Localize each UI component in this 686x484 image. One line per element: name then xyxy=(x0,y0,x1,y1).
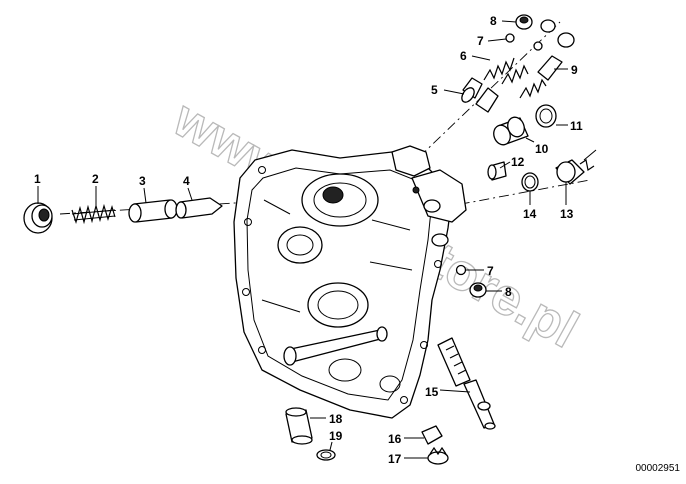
ball-7-lower xyxy=(455,264,467,276)
callout-13: 13 xyxy=(560,207,574,221)
ball-7-upper xyxy=(505,33,543,51)
bushing-12 xyxy=(487,161,507,181)
callout-11: 11 xyxy=(570,119,583,133)
callout-8-lower: 8 xyxy=(505,285,512,299)
spring-6 xyxy=(483,57,547,99)
callout-15: 15 xyxy=(425,385,439,399)
callout-7-upper: 7 xyxy=(477,34,484,48)
plug-screw-1 xyxy=(23,202,53,234)
bushing-10 xyxy=(493,116,529,146)
sleeve-18 xyxy=(285,407,313,445)
transmission-housing xyxy=(233,145,467,419)
leader-lines xyxy=(37,20,568,459)
callout-10: 10 xyxy=(535,142,549,156)
circlip-19 xyxy=(316,449,336,461)
callout-3: 3 xyxy=(139,174,146,188)
drive-shaft-15 xyxy=(437,337,496,430)
callout-14: 14 xyxy=(523,207,537,221)
callout-12: 12 xyxy=(511,155,525,169)
callout-9: 9 xyxy=(571,63,578,77)
sleeve-5 xyxy=(461,77,499,113)
plunger-4 xyxy=(175,197,223,219)
sensor-13 xyxy=(555,149,597,185)
callout-16: 16 xyxy=(388,432,402,446)
cap-8-upper xyxy=(515,14,575,48)
o-ring-14 xyxy=(521,172,539,192)
callout-1: 1 xyxy=(34,172,41,186)
callout-8-upper: 8 xyxy=(490,14,497,28)
callout-6: 6 xyxy=(460,49,467,63)
callout-19: 19 xyxy=(329,429,343,443)
callout-5: 5 xyxy=(431,83,438,97)
document-number: 00002951 xyxy=(635,463,681,474)
callout-2: 2 xyxy=(92,172,99,186)
callout-labels: 1 2 3 4 5 6 7 8 9 10 11 12 13 14 7 8 15 … xyxy=(34,14,583,466)
gear-17 xyxy=(427,446,449,465)
callout-17: 17 xyxy=(388,452,402,466)
clip-16 xyxy=(421,425,443,445)
seal-ring-11 xyxy=(535,104,557,128)
pin-9 xyxy=(537,55,563,81)
sleeve-3 xyxy=(128,199,178,223)
spring-2 xyxy=(71,203,116,225)
cap-8-lower xyxy=(469,282,487,298)
callout-4: 4 xyxy=(183,174,190,188)
callout-7-lower: 7 xyxy=(487,264,494,278)
callout-18: 18 xyxy=(329,412,343,426)
